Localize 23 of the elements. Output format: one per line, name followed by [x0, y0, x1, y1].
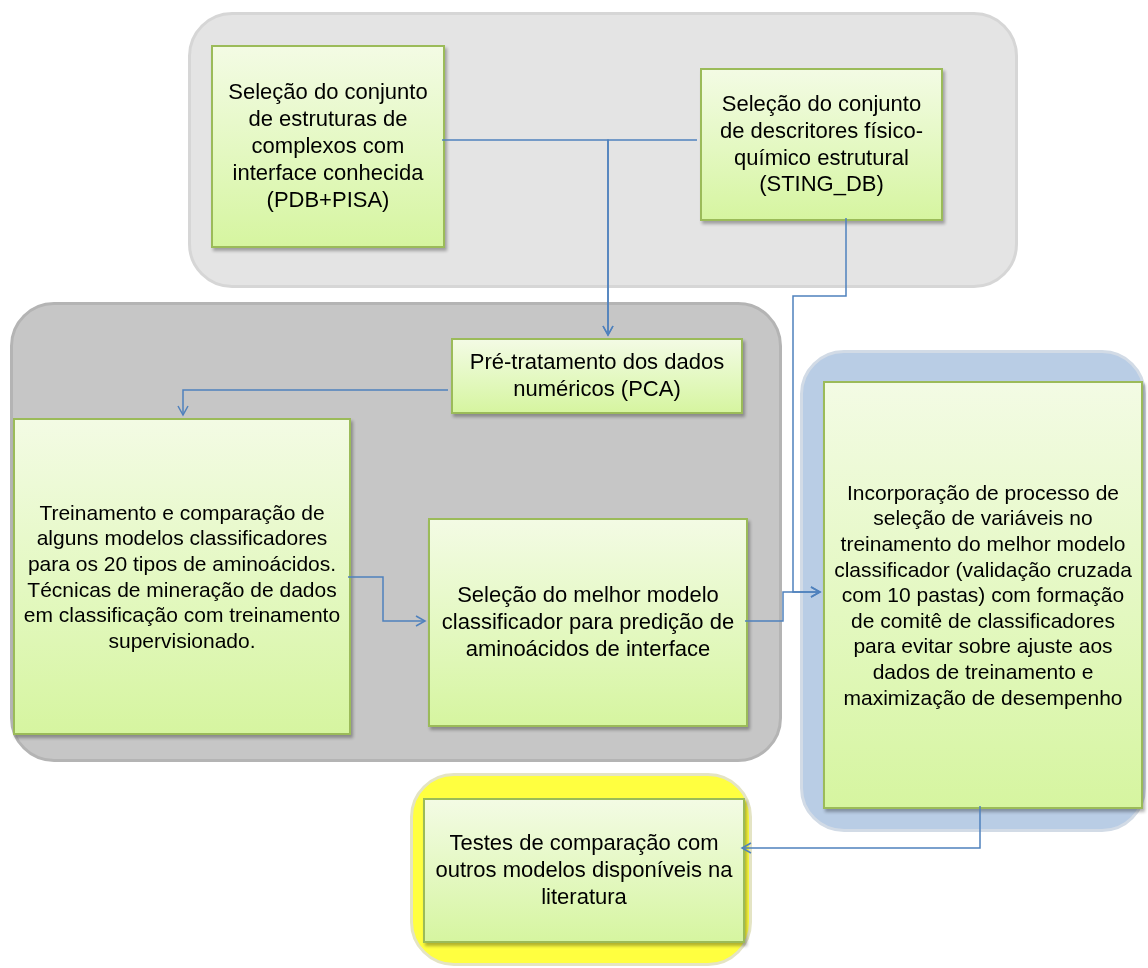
process-box — [823, 381, 1143, 809]
connector-arrow — [741, 805, 981, 854]
process-box — [13, 418, 351, 735]
process-box — [700, 68, 943, 221]
box-text: Incorporação de processo de seleção de variáveis no treinamento do melhor modelo classificador (validação cruzada com 10 pastas) com formação de comitê de classificadores para evitar sobre ajuste aos dados de treinamento e maximização de desempenho — [833, 479, 1133, 711]
connector-arrow — [347, 576, 426, 627]
box-text: Seleção do conjunto de estruturas de complexos com interface conhecida (PDB+PISA) — [227, 79, 429, 214]
box-text: Seleção do conjunto de descritores físico-químico estrutural (STING_DB) — [719, 90, 924, 199]
group-panel — [410, 773, 752, 966]
box-text: Seleção do melhor modelo classificador para predição de aminoácidos de interface — [440, 582, 736, 663]
process-box — [211, 45, 445, 248]
connector-arrow — [602, 139, 698, 336]
process-box — [423, 798, 745, 943]
box-text: Pré-tratamento dos dados numéricos (PCA) — [468, 349, 726, 403]
process-box — [451, 338, 743, 414]
group-panel — [10, 302, 782, 762]
box-text: Testes de comparação com outros modelos disponíveis na literatura — [434, 830, 734, 911]
box-text: Treinamento e comparação de alguns modelos classificadores para os 20 tipos de aminoácidos. Técnicas de mineração de dados em classificação com treinamento supervisionado. — [23, 499, 341, 654]
connector-arrow — [744, 586, 821, 622]
connector-arrow — [177, 389, 449, 416]
process-box — [428, 518, 748, 727]
group-panel — [188, 12, 1018, 288]
group-panel — [800, 350, 1146, 832]
